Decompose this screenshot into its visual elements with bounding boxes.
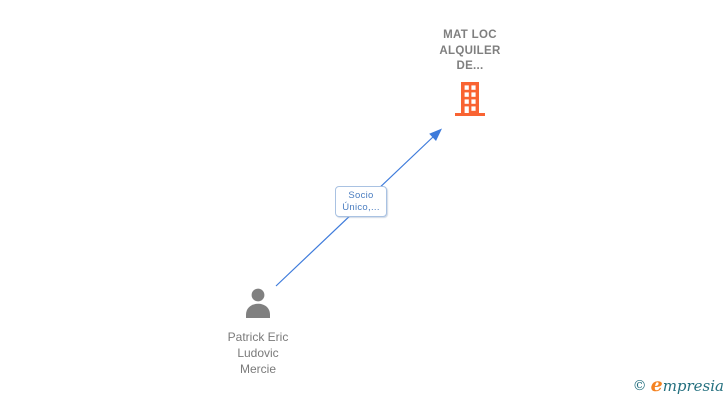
edge-label-line: Único,... bbox=[342, 202, 380, 213]
edge-label-socio-unico[interactable]: Socio Único,... bbox=[335, 186, 387, 217]
building-icon bbox=[455, 81, 485, 116]
copyright-icon: © bbox=[632, 378, 647, 394]
edge-label-line: Socio bbox=[348, 190, 374, 201]
brand-rest: mpresia bbox=[662, 377, 724, 395]
person-name-line: Ludovic bbox=[237, 346, 279, 360]
company-name-line: ALQUILER bbox=[439, 44, 501, 57]
empresia-logo: ©empresia bbox=[633, 374, 724, 396]
brand-initial: e bbox=[650, 374, 663, 396]
company-name-line: MAT LOC bbox=[443, 29, 497, 41]
company-name: MAT LOC ALQUILER DE... bbox=[400, 28, 540, 75]
person-icon bbox=[244, 288, 272, 318]
person-name: Patrick Eric Ludovic Mercie bbox=[188, 329, 328, 377]
person-name-line: Patrick Eric bbox=[227, 330, 289, 344]
person-name-line: Mercie bbox=[239, 362, 276, 376]
arrowhead-icon bbox=[429, 128, 442, 141]
person-node[interactable]: Patrick Eric Ludovic Mercie bbox=[188, 288, 328, 377]
company-name-line: DE... bbox=[456, 60, 484, 72]
company-node[interactable]: MAT LOC ALQUILER DE... bbox=[400, 28, 540, 121]
